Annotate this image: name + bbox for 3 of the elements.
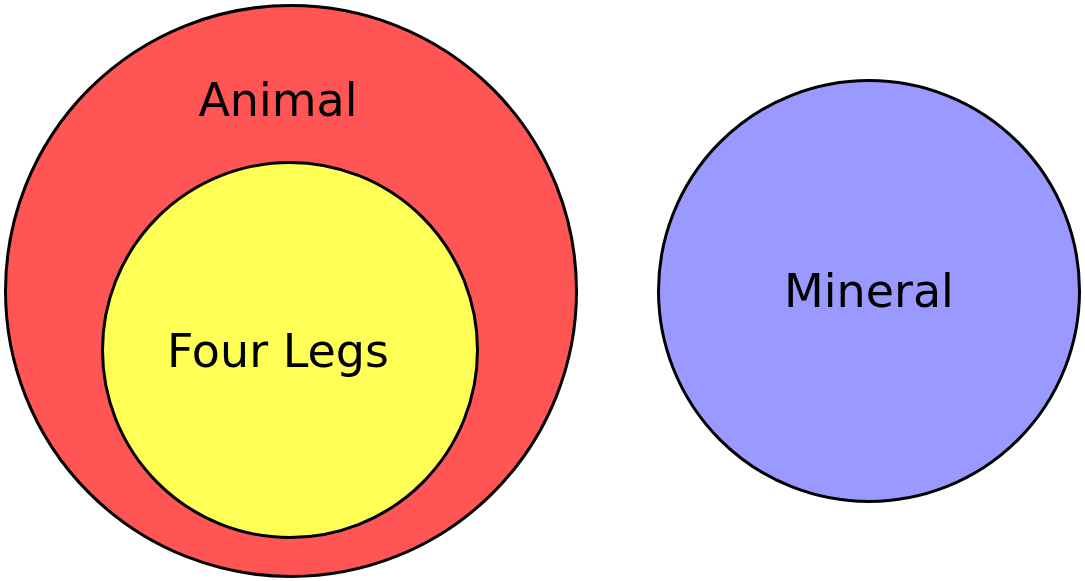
set-label: Four Legs	[167, 323, 389, 379]
set-label: Mineral	[784, 263, 954, 319]
set-label: Animal	[198, 72, 358, 128]
